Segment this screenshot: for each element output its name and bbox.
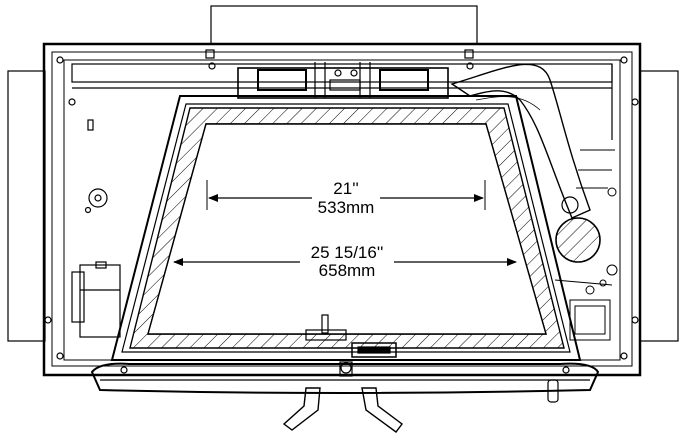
center-clip [351,342,397,358]
dimension-lower-metric: 658mm [319,261,376,280]
center-latch [305,329,347,341]
bracket-slot-left [257,69,307,91]
left-control-box [79,264,121,338]
left-slot [87,119,94,131]
left-leg [282,387,321,431]
bracket-slot-right [379,69,429,91]
outer-frame [42,42,642,377]
top-header-bar [71,63,613,83]
right-leg [361,387,403,433]
top-flue-box [210,5,478,45]
round-pipe-hatched [555,217,601,263]
lower-valance [90,362,600,394]
dimension-lower: 25 15/16'' 658mm [173,243,517,280]
dimension-upper-metric: 533mm [318,198,375,217]
left-side-panel [7,70,46,342]
firebox-opening [147,123,547,335]
dimension-lower-imperial: 25 15/16'' [311,243,384,262]
right-side-panel [639,70,679,342]
top-bracket [237,67,449,99]
dimension-upper-imperial: 21'' [333,179,358,198]
dimension-upper: 21'' 533mm [206,179,486,217]
left-knockout [88,188,108,208]
